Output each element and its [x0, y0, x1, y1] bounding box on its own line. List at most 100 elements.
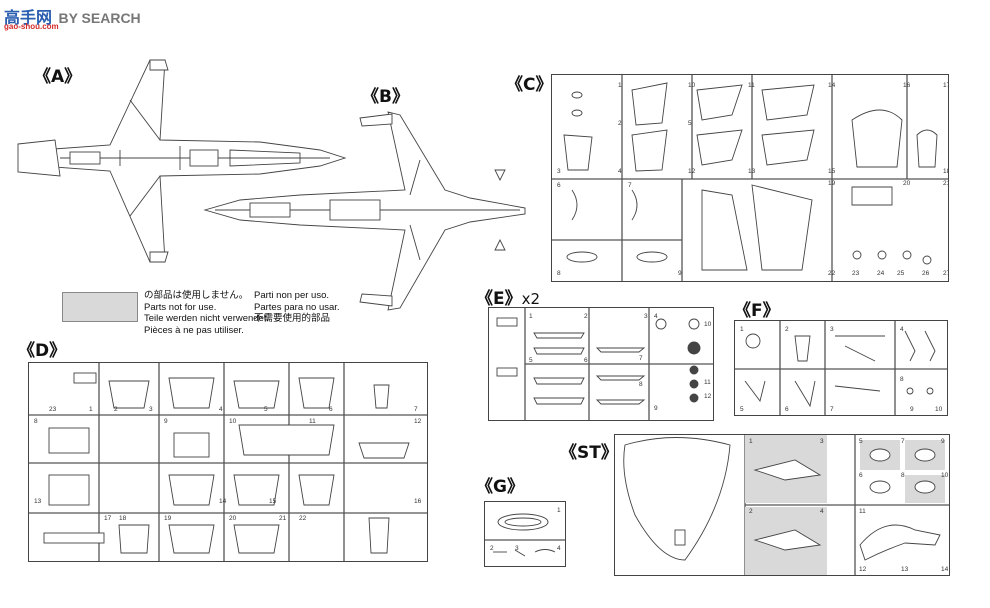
part-number: 8: [901, 472, 905, 479]
part-number: 8: [34, 418, 38, 425]
part-number: 4: [618, 168, 622, 175]
part-number: 1: [618, 82, 622, 89]
part-number: 4: [557, 545, 561, 552]
part-number: 17: [943, 82, 948, 89]
part-number: 9: [654, 405, 658, 412]
part-number: 6: [859, 472, 863, 479]
part-number: 3: [149, 406, 153, 413]
part-number: 4: [654, 313, 658, 320]
part-number: 9: [910, 406, 914, 413]
label-b: 《B》: [362, 87, 409, 107]
part-number: 5: [740, 406, 744, 413]
part-number: 24: [877, 270, 885, 277]
part-number: 16: [903, 82, 911, 89]
legend-col2: Parti non per uso. Partes para no usar. …: [254, 290, 340, 325]
label-e-letter: 《E》: [476, 289, 522, 309]
label-a: 《A》: [34, 67, 82, 87]
legend-line-en: Parts not for use.: [144, 301, 217, 313]
legend-line-it: Parti non per uso.: [254, 290, 329, 301]
part-number: 7: [639, 355, 643, 362]
part-number: 18: [119, 515, 127, 522]
part-number: 4: [820, 508, 824, 515]
part-number: 19: [828, 180, 836, 187]
part-number: 2: [749, 508, 753, 515]
part-number: 2: [785, 326, 789, 333]
part-number: 5: [264, 406, 268, 413]
part-number: 26: [922, 270, 930, 277]
part-number: 14: [219, 498, 227, 505]
part-number: 12: [859, 566, 867, 573]
part-number: 6: [785, 406, 789, 413]
legend-line-es: Partes para no usar.: [254, 301, 340, 313]
part-number: 4: [900, 326, 904, 333]
part-number: 14: [941, 566, 949, 573]
part-number: 20: [903, 180, 911, 187]
part-number: 3: [830, 326, 834, 333]
part-number: 2: [114, 406, 118, 413]
part-number: 6: [557, 182, 561, 189]
part-number: 11: [748, 82, 755, 89]
part-number: 14: [828, 82, 836, 89]
aircraft-drawings: [17, 59, 526, 311]
part-number: 19: [164, 515, 172, 522]
part-number: 25: [897, 270, 905, 277]
part-number: 7: [414, 406, 418, 413]
part-number: 3: [820, 438, 824, 445]
part-number: 22: [299, 515, 307, 522]
part-number: 13: [901, 566, 909, 573]
part-number: 16: [414, 498, 422, 505]
part-number: 10: [229, 418, 237, 425]
part-number: 15: [269, 498, 277, 505]
part-number: 2: [618, 120, 622, 127]
part-number: 5: [859, 438, 863, 445]
part-number: 6: [329, 406, 333, 413]
part-number: 9: [941, 438, 945, 445]
aircraft-b: [203, 111, 526, 311]
part-number: 5: [529, 357, 533, 364]
watermark-brand-cn: 高手网: [4, 8, 53, 27]
legend-line-ja: の部品は使用しません。: [144, 290, 249, 301]
label-g: 《G》: [476, 477, 524, 497]
part-number: 10: [935, 406, 943, 413]
part-number: 15: [828, 168, 836, 175]
part-number: 7: [830, 406, 834, 413]
label-c: 《C》: [506, 75, 553, 95]
part-number: 3: [557, 168, 561, 175]
watermark-logo: 高手网 BY SEARCH: [4, 4, 141, 28]
part-number: 7: [901, 438, 905, 445]
part-number: 1: [740, 326, 744, 333]
legend-line-fr: Pièces à ne pas utiliser.: [144, 324, 244, 336]
part-number: 21: [943, 180, 948, 187]
part-number: 7: [628, 182, 632, 189]
part-number: 1: [557, 507, 561, 514]
part-number: 18: [943, 168, 948, 175]
part-number: 11: [859, 508, 866, 515]
aircraft-a: [17, 59, 347, 263]
part-number: 27: [943, 270, 948, 277]
part-number: 12: [414, 418, 422, 425]
part-number: 1: [749, 438, 753, 445]
label-e: 《E》x2: [476, 284, 540, 309]
part-number: 12: [688, 168, 696, 175]
legend-swatch: [62, 292, 138, 322]
part-number: 13: [748, 168, 756, 175]
legend-col1: の部品は使用しません。 Parts not for use. Teile wer…: [144, 290, 269, 336]
part-number: 3: [515, 545, 519, 552]
part-number: 23: [49, 406, 57, 413]
label-d: 《D》: [18, 341, 67, 361]
part-number: 4: [219, 406, 223, 413]
label-e-qty: x2: [521, 290, 541, 308]
part-number: 13: [34, 498, 42, 505]
label-f: 《F》: [734, 301, 780, 321]
part-number: 17: [104, 515, 112, 522]
part-number: 11: [704, 379, 711, 386]
part-number: 20: [229, 515, 237, 522]
part-number: 5: [688, 120, 692, 127]
part-number: 9: [164, 418, 168, 425]
part-number: 22: [828, 270, 836, 277]
part-number: 2: [584, 313, 588, 320]
watermark-brand-en: BY SEARCH: [58, 10, 141, 26]
